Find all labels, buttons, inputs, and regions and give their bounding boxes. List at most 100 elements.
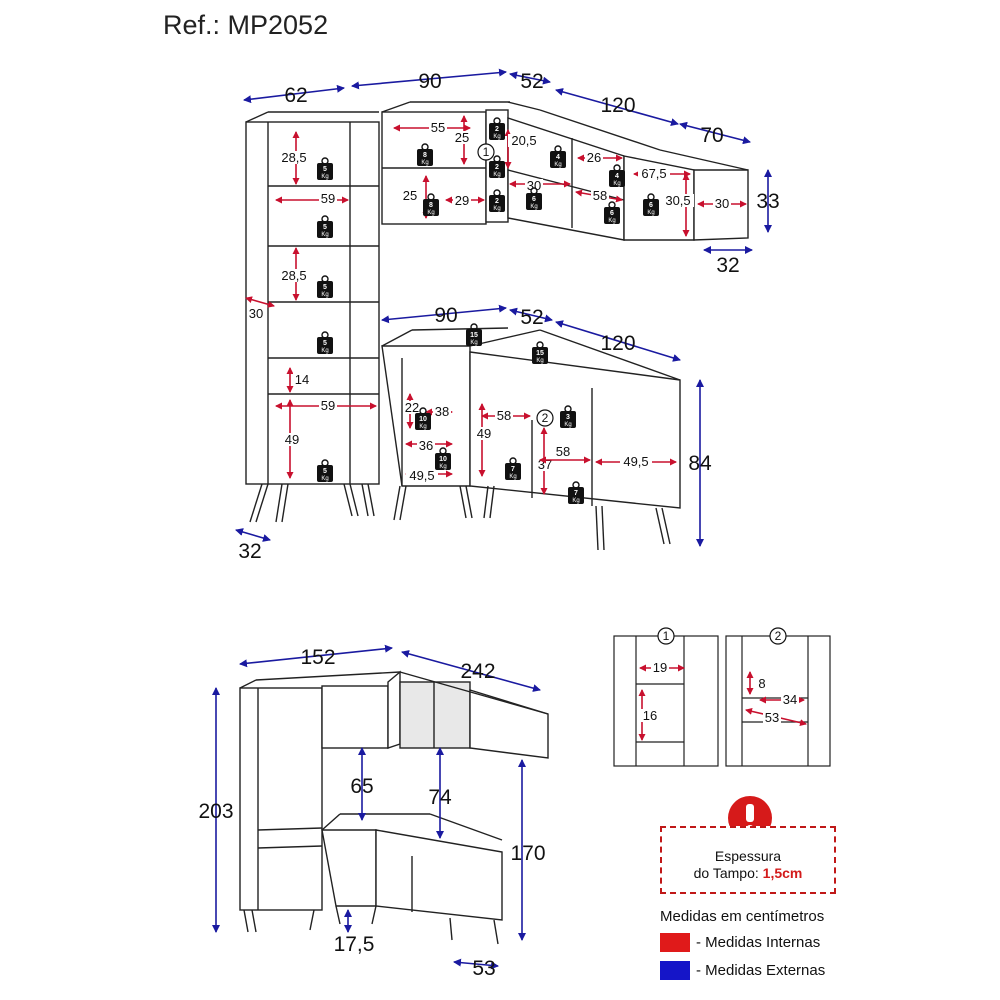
internal-dim-label-bg	[638, 167, 670, 180]
internal-dim-label-bg	[755, 677, 769, 690]
internal-dim-label-bg	[433, 405, 451, 418]
legend-label-external: - Medidas Externas	[696, 962, 826, 979]
svg-text:Kg: Kg	[419, 424, 426, 430]
legend-label-internal: - Medidas Internas	[696, 934, 821, 951]
notice-line-1: Espessura	[714, 848, 782, 864]
weight-badge: 2Kg	[489, 189, 505, 212]
svg-text:Kg: Kg	[572, 498, 579, 504]
internal-dim-label: 34	[783, 692, 797, 707]
weight-badge: 4Kg	[609, 164, 625, 187]
weight-badge: 3Kg	[560, 405, 576, 428]
external-dim-line	[509, 307, 553, 323]
svg-text:6: 6	[532, 196, 536, 203]
internal-dim-label: 36	[419, 438, 433, 453]
internal-dim-label: 20,5	[511, 133, 536, 148]
svg-text:6: 6	[649, 202, 653, 209]
internal-dim-label: 58	[497, 408, 511, 423]
weight-badge: 5Kg	[317, 215, 333, 238]
internal-dim-label-bg	[508, 134, 540, 147]
external-dim-label: 32	[716, 254, 739, 277]
weight-badge: 6Kg	[526, 187, 542, 210]
internal-dim-label: 30,5	[665, 193, 690, 208]
internal-dim-label-bg	[319, 192, 337, 205]
internal-dim-label: 25	[455, 130, 469, 145]
external-dim-label: 170	[510, 842, 545, 865]
external-dim-label: 52	[520, 70, 543, 93]
weight-badge: 8Kg	[423, 193, 439, 216]
svg-text:1: 1	[483, 145, 490, 159]
internal-dim-label: 59	[321, 398, 335, 413]
internal-dim-label-bg	[401, 189, 419, 202]
external-dim-label: 84	[688, 452, 712, 475]
internal-dim-label-bg	[453, 131, 471, 144]
external-dim-line	[401, 650, 541, 692]
weight-badge: 5Kg	[317, 459, 333, 482]
external-dim-label: 120	[600, 94, 635, 117]
internal-dim-label: 28,5	[281, 150, 306, 165]
svg-text:Kg: Kg	[321, 232, 328, 238]
svg-text:Kg: Kg	[321, 348, 328, 354]
internal-dim-label: 19	[653, 660, 667, 675]
internal-dim-label: 30	[527, 178, 541, 193]
svg-text:10: 10	[419, 416, 427, 423]
svg-text:Kg: Kg	[439, 464, 446, 470]
external-dim-line	[453, 958, 499, 970]
internal-dim-label: 49	[477, 426, 491, 441]
internal-dim-label-bg	[475, 427, 493, 440]
external-dim-line	[381, 304, 507, 324]
internal-dim-label: 22	[405, 400, 419, 415]
svg-text:5: 5	[323, 224, 327, 231]
legend-item-external: - Medidas Externas	[660, 961, 860, 980]
detail-callout: 1	[477, 143, 495, 161]
internal-dim-label-bg	[417, 439, 435, 452]
svg-text:5: 5	[323, 340, 327, 347]
external-dim-label: 90	[418, 70, 441, 93]
external-dim-line	[509, 71, 551, 85]
svg-text:2: 2	[775, 629, 782, 643]
internal-dim-label: 49,5	[623, 454, 648, 469]
overview-module	[239, 670, 549, 945]
internal-dim-label-bg	[406, 469, 438, 482]
svg-text:Kg: Kg	[493, 206, 500, 212]
external-dim-label: 17,5	[334, 933, 375, 956]
external-dim-line	[243, 84, 345, 104]
detail-callout: 2	[536, 409, 554, 427]
internal-dim-label: 28,5	[281, 268, 306, 283]
svg-text:Kg: Kg	[509, 474, 516, 480]
svg-text:15: 15	[470, 332, 478, 339]
detail-views	[613, 635, 831, 767]
svg-text:Kg: Kg	[613, 181, 620, 187]
internal-dim-label: 49	[285, 432, 299, 447]
svg-text:7: 7	[574, 490, 578, 497]
weight-badge: 8Kg	[417, 143, 433, 166]
weight-badge: 5Kg	[317, 157, 333, 180]
svg-text:Kg: Kg	[530, 204, 537, 210]
external-dim-line	[351, 68, 507, 90]
internal-dim-line	[245, 296, 275, 308]
weight-badge: 6Kg	[643, 193, 659, 216]
internal-dim-label-bg	[453, 194, 471, 207]
external-dim-label: 53	[472, 957, 495, 980]
internal-dim-label-bg	[247, 307, 265, 320]
external-dim-line	[235, 528, 271, 542]
external-dim-label: 90	[434, 304, 457, 327]
svg-text:Kg: Kg	[493, 172, 500, 178]
notice-value: 1,5cm	[762, 865, 803, 881]
svg-text:8: 8	[429, 202, 433, 209]
internal-dim-label-bg	[525, 179, 543, 192]
svg-text:8: 8	[423, 152, 427, 159]
svg-text:1: 1	[663, 629, 670, 643]
svg-text:Kg: Kg	[536, 358, 543, 364]
external-dim-label: 70	[700, 124, 723, 147]
internal-dim-label: 16	[643, 708, 657, 723]
svg-text:Kg: Kg	[564, 422, 571, 428]
internal-dim-label-bg	[554, 445, 572, 458]
internal-dim-label-bg	[662, 194, 694, 207]
internal-dim-label: 29	[455, 193, 469, 208]
internal-dim-label: 53	[765, 710, 779, 725]
internal-dim-label: 8	[758, 676, 765, 691]
